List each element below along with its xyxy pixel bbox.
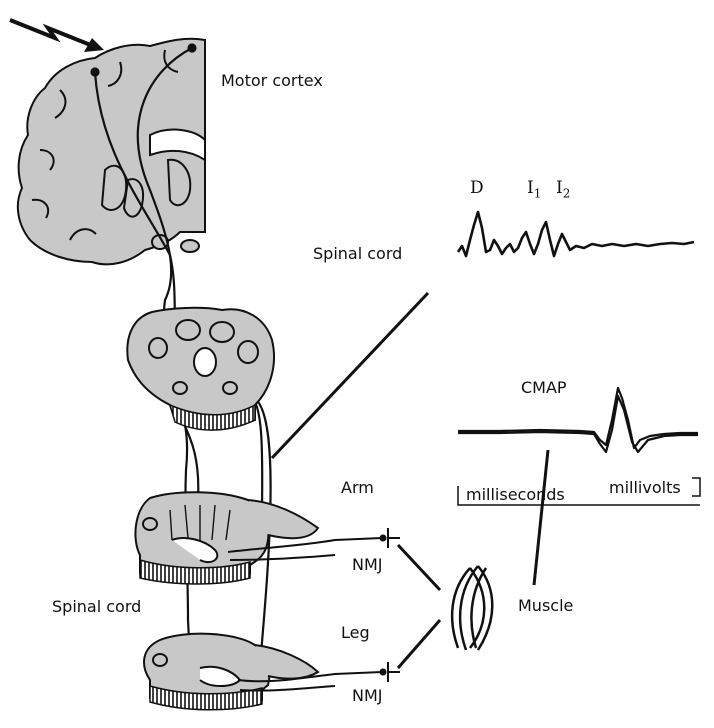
spinal-cord-upper-section <box>126 306 276 431</box>
descending-wave-trace <box>456 210 695 258</box>
arm-label: Arm <box>341 478 374 497</box>
i2-wave-label: I2 <box>556 178 570 200</box>
motor-cortex-label: Motor cortex <box>221 71 323 90</box>
i2-wave-subscript: 2 <box>562 186 571 201</box>
spinal-cord-arm-section <box>134 491 400 585</box>
i1-wave-subscript: 1 <box>533 186 542 201</box>
nmj-leg-label: NMJ <box>352 686 383 705</box>
muscle-icon <box>450 565 494 651</box>
millivolts-label: millivolts <box>609 478 681 497</box>
i1-wave-base: I <box>527 178 534 198</box>
muscle-label: Muscle <box>518 596 574 615</box>
i2-wave-base: I <box>556 178 563 198</box>
connector-lines <box>270 291 550 669</box>
cmap-label: CMAP <box>521 378 567 397</box>
scale-bars <box>457 477 701 506</box>
nmj-arm-label: NMJ <box>352 555 383 574</box>
cmap-trace <box>458 386 698 454</box>
spinal-cord-upper-label: Spinal cord <box>313 244 403 263</box>
brain-section <box>16 37 206 266</box>
milliseconds-label: milliseconds <box>466 485 565 504</box>
d-wave-label: D <box>470 178 484 198</box>
leg-label: Leg <box>341 623 370 642</box>
i1-wave-label: I1 <box>527 178 541 200</box>
spinal-cord-leg-section <box>143 632 400 711</box>
spinal-cord-left-label: Spinal cord <box>52 597 142 616</box>
stimulus-arrow-icon <box>9 18 104 52</box>
